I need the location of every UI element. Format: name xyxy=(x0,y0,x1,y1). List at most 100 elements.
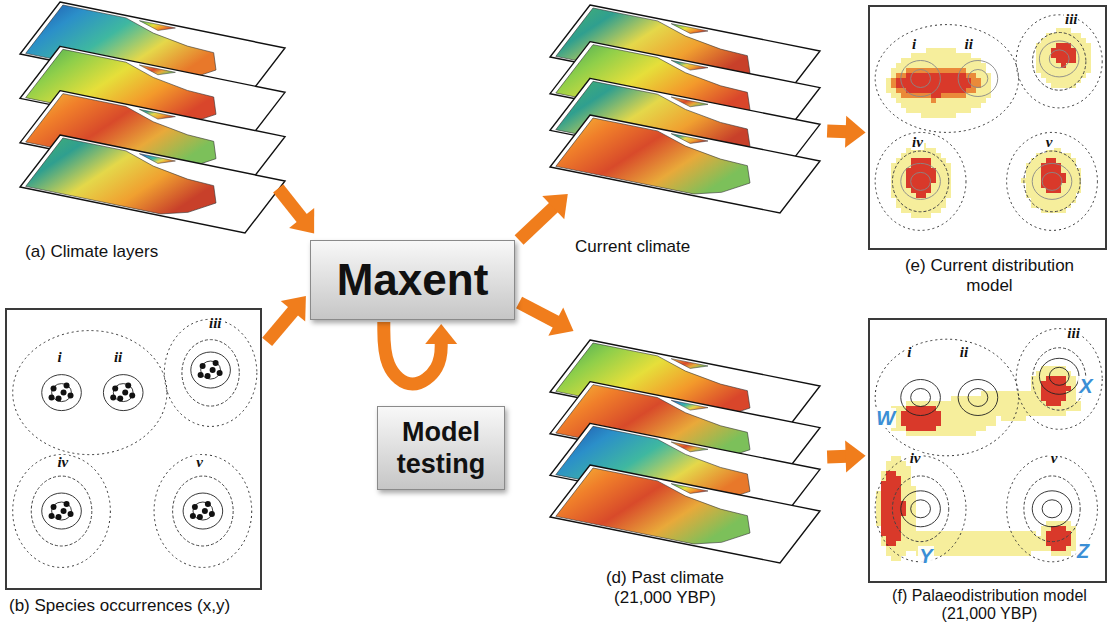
suitability-cell xyxy=(961,103,966,108)
suitability-cell xyxy=(1061,376,1066,381)
occurrence-point xyxy=(51,386,57,392)
suitability-cell xyxy=(1031,536,1036,541)
suitability-cell xyxy=(971,416,976,421)
suitability-cell xyxy=(1021,411,1026,416)
suitability-cell xyxy=(961,73,966,78)
suitability-cell xyxy=(891,83,896,88)
suitability-cell xyxy=(1051,396,1056,401)
suitability-cell xyxy=(1031,541,1036,546)
suitability-cell xyxy=(896,466,901,471)
contour-line xyxy=(191,352,231,388)
contour-line xyxy=(892,151,948,212)
suitability-cell xyxy=(886,551,891,556)
suitability-cell xyxy=(1046,396,1051,401)
suitability-cell xyxy=(946,68,951,73)
suitability-cell xyxy=(941,188,946,193)
suitability-cell xyxy=(886,471,891,476)
suitability-cell xyxy=(1061,173,1066,178)
suitability-cell xyxy=(1046,406,1051,411)
occurrence-point xyxy=(110,395,116,401)
suitability-cell xyxy=(1056,183,1061,188)
suitability-cell xyxy=(931,421,936,426)
suitability-cell xyxy=(981,406,986,411)
suitability-cell xyxy=(941,78,946,83)
suitability-cell xyxy=(961,83,966,88)
suitability-cell xyxy=(916,78,921,83)
suitability-cell xyxy=(1071,53,1076,58)
suitability-cell xyxy=(946,536,951,541)
suitability-cell xyxy=(1006,541,1011,546)
suitability-cell xyxy=(916,421,921,426)
suitability-cell xyxy=(1016,531,1021,536)
suitability-cell xyxy=(916,93,921,98)
suitability-cell xyxy=(901,421,906,426)
suitability-cell xyxy=(906,466,911,471)
suitability-cell xyxy=(1026,183,1031,188)
suitability-cell xyxy=(1011,406,1016,411)
suitability-cell xyxy=(916,103,921,108)
suitability-cell xyxy=(886,496,891,501)
suitability-cell xyxy=(886,531,891,536)
suitability-cell xyxy=(896,68,901,73)
suitability-cell xyxy=(896,88,901,93)
suitability-cell xyxy=(891,173,896,178)
suitability-cell xyxy=(1041,396,1046,401)
suitability-cell xyxy=(916,183,921,188)
suitability-cell xyxy=(961,401,966,406)
suitability-cell xyxy=(971,88,976,93)
suitability-cell xyxy=(896,516,901,521)
suitability-cell xyxy=(931,421,936,426)
suitability-cell xyxy=(981,73,986,78)
suitability-cell xyxy=(1056,536,1061,541)
suitability-cell xyxy=(951,401,956,406)
suitability-cell xyxy=(926,203,931,208)
suitability-cell xyxy=(1066,178,1071,183)
suitability-cell xyxy=(971,88,976,93)
suitability-cell xyxy=(1051,183,1056,188)
suitability-cell xyxy=(1051,551,1056,556)
suitability-cell xyxy=(931,188,936,193)
suitability-cell xyxy=(896,83,901,88)
suitability-cell xyxy=(936,421,941,426)
climate-layer-stack: (a) Climate layers xyxy=(15,2,295,235)
suitability-cell xyxy=(946,93,951,98)
suitability-cell xyxy=(921,213,926,218)
suitability-cell xyxy=(911,83,916,88)
suitability-cell xyxy=(896,173,901,178)
population-numeral: i xyxy=(906,345,912,360)
suitability-cell xyxy=(1001,391,1006,396)
suitability-cell xyxy=(1086,68,1091,73)
suitability-cell xyxy=(906,426,911,431)
suitability-cell xyxy=(946,98,951,103)
suitability-cell xyxy=(921,208,926,213)
suitability-cell xyxy=(976,103,981,108)
suitability-cell xyxy=(976,546,981,551)
suitability-cell xyxy=(1066,401,1071,406)
suitability-cell xyxy=(1031,411,1036,416)
suitability-cell xyxy=(1061,551,1066,556)
suitability-cell xyxy=(956,431,961,436)
suitability-cell xyxy=(921,153,926,158)
suitability-cell xyxy=(1071,381,1076,386)
suitability-cell xyxy=(961,396,966,401)
suitability-cell xyxy=(946,163,951,168)
flow-arrow xyxy=(827,116,865,148)
suitability-cell xyxy=(941,198,946,203)
suitability-cell xyxy=(896,521,901,526)
suitability-cell xyxy=(911,98,916,103)
suitability-cell xyxy=(996,536,1001,541)
suitability-cell xyxy=(906,58,911,63)
suitability-cell xyxy=(991,546,996,551)
suitability-cell xyxy=(961,531,966,536)
suitability-cell xyxy=(991,421,996,426)
suitability-cell xyxy=(926,168,931,173)
suitability-cell xyxy=(1051,546,1056,551)
contour-line xyxy=(911,172,931,190)
suitability-cell xyxy=(896,516,901,521)
contour-line xyxy=(182,340,239,406)
population-numeral: iii xyxy=(208,316,223,331)
suitability-cell xyxy=(951,78,956,83)
suitability-cell xyxy=(916,108,921,113)
population-numeral: v xyxy=(195,455,204,470)
suitability-cell xyxy=(911,541,916,546)
